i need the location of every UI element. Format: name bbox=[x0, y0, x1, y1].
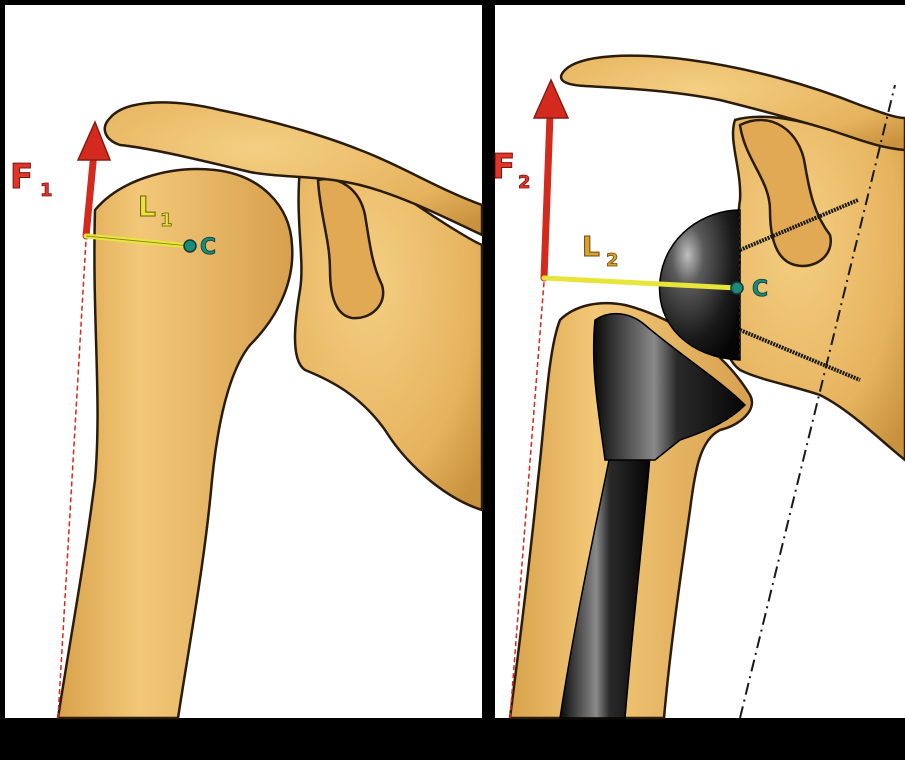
right-force-label: F bbox=[492, 147, 515, 187]
right-center-point bbox=[731, 282, 743, 294]
left-lever-label: L bbox=[138, 190, 156, 223]
right-lever-label: L bbox=[582, 230, 600, 263]
left-force-subscript: 1 bbox=[40, 180, 53, 201]
left-center-point bbox=[184, 240, 196, 252]
right-force-subscript: 2 bbox=[518, 172, 531, 193]
right-center-label: C bbox=[752, 277, 768, 302]
left-force-label: F bbox=[10, 157, 33, 197]
left-center-label: C bbox=[200, 235, 216, 260]
left-lever-subscript: 1 bbox=[160, 210, 173, 231]
right-lever-subscript: 2 bbox=[606, 250, 619, 271]
